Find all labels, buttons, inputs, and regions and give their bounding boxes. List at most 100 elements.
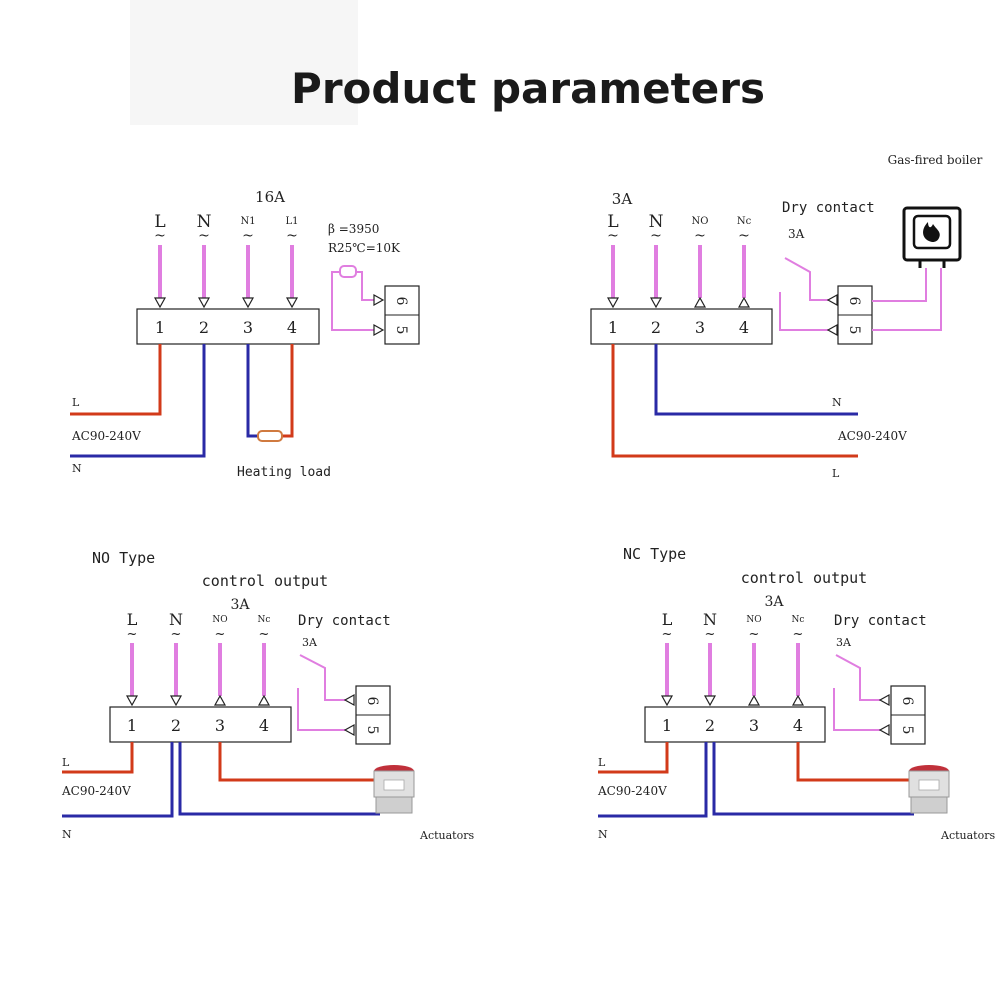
d3-tilde-4: ~ [259, 627, 270, 642]
d3-tilde-1: ~ [127, 627, 138, 642]
d3-dry-current: 3A [302, 636, 318, 649]
d3-terminal-2: 2 [171, 716, 181, 735]
d2-label-N: N [649, 212, 664, 232]
d1-r25-value: R25℃=10K [328, 241, 401, 255]
d3-terminal-6: 6 [364, 697, 380, 706]
d1-wire-L: L [72, 396, 80, 409]
d4-wire-N: N [598, 828, 608, 841]
d3-dry-contact: Dry contact [298, 613, 391, 629]
d3-power-wires [62, 742, 380, 818]
d4-power-wires [598, 742, 914, 818]
d1-label-L: L [154, 212, 165, 232]
d4-tilde-1: ~ [662, 627, 673, 642]
d4-type: NC Type [623, 545, 686, 563]
d4-actuators: Actuators [940, 829, 995, 842]
d3-tilde-2: ~ [171, 627, 182, 642]
d4-signal-lines [665, 643, 800, 696]
d3-terminal-5: 5 [364, 726, 380, 735]
d2-dry-contact-wires [779, 257, 828, 331]
d1-terminal-block [136, 308, 320, 345]
d2-dry-contact: Dry contact [782, 200, 875, 216]
d3-terminal-block [109, 706, 292, 743]
d4-label-NC: Nc [792, 615, 805, 625]
d2-boiler-wires [872, 268, 942, 331]
d3-wire-N: N [62, 828, 72, 841]
d2-label-NC: Nc [737, 216, 752, 227]
d3-signal-lines [130, 643, 266, 696]
d2-dry-current: 3A [788, 227, 805, 241]
d3-terminal-1: 1 [127, 716, 137, 735]
d2-wire-N: N [832, 396, 842, 409]
d1-wire-N: N [72, 462, 82, 475]
d1-power-wires [70, 344, 294, 458]
d2-arrows [606, 296, 751, 309]
d1-supply: AC90-240V [71, 429, 141, 443]
d1-terminal-1: 1 [155, 318, 165, 337]
d2-tilde-4: ~ [738, 228, 750, 244]
d2-boiler-label: Gas-fired boiler [888, 153, 983, 167]
d1-terminal-6: 6 [393, 297, 409, 306]
d1-sensor-wires [331, 265, 375, 331]
d3-label-NO: NO [212, 615, 227, 625]
d3-label-N: N [169, 610, 183, 629]
d2-supply: AC90-240V [837, 429, 907, 443]
d1-label-L1: L1 [285, 216, 298, 227]
d4-tilde-4: ~ [793, 627, 804, 642]
d3-current-rating: 3A [230, 597, 250, 613]
d2-terminal-3: 3 [695, 318, 705, 337]
d4-label-L: L [662, 610, 673, 629]
d2-terminal-2: 2 [651, 318, 661, 337]
d4-tilde-2: ~ [705, 627, 716, 642]
d1-heating-load: Heating load [237, 465, 331, 480]
d2-tilde-3: ~ [694, 228, 706, 244]
actuator-icon [908, 765, 950, 814]
d4-label-N: N [703, 610, 717, 629]
d3-actuators: Actuators [419, 829, 474, 842]
d4-dry-contact-wires [833, 654, 880, 731]
gas-boiler-icon [902, 206, 962, 268]
d3-dry-arrows [343, 693, 355, 737]
d3-wire-L: L [62, 756, 70, 769]
d1-terminal-4: 4 [287, 318, 297, 337]
page-title: Product parameters [291, 64, 765, 113]
d4-terminal-5: 5 [899, 726, 915, 735]
diagram-nc-type: NC Type control output 3A L N NO Nc ~ ~ … [597, 545, 995, 842]
d1-beta-value: β =3950 [328, 222, 379, 236]
actuator-icon [373, 765, 415, 814]
d3-label-L: L [127, 610, 138, 629]
d2-terminal-6: 6 [846, 297, 862, 306]
d4-current-rating: 3A [764, 594, 784, 610]
diagram-gas-boiler: Gas-fired boiler 3A L N NO Nc ~ ~ ~ ~ 1 … [590, 153, 983, 480]
d3-terminal-4: 4 [259, 716, 269, 735]
d1-arrows [153, 297, 299, 309]
d1-tilde-4: ~ [286, 228, 298, 244]
d1-tilde-2: ~ [198, 228, 210, 244]
d1-terminal-3: 3 [243, 318, 253, 337]
d4-arrows [660, 694, 805, 707]
diagram-heating-load: 16A L N N1 L1 ~ ~ ~ ~ 1 2 3 4 β =3950 R2… [70, 188, 420, 480]
d2-power-wires [611, 344, 858, 458]
d3-arrows [125, 694, 271, 707]
background-panel [130, 0, 358, 125]
d2-tilde-2: ~ [650, 228, 662, 244]
d2-current-rating: 3A [612, 190, 633, 208]
d1-terminal-5: 5 [393, 326, 409, 335]
d2-terminal-block [590, 308, 773, 345]
d1-label-N: N [197, 212, 212, 232]
d2-dry-arrows [826, 293, 838, 337]
diagram-no-type: NO Type control output 3A L N NO Nc ~ ~ … [61, 549, 474, 842]
d2-signal-lines [611, 245, 746, 298]
d4-terminal-2: 2 [705, 716, 715, 735]
d4-tilde-3: ~ [749, 627, 760, 642]
d1-signal-lines [158, 245, 294, 298]
d4-label-NO: NO [746, 615, 761, 625]
d3-tilde-3: ~ [215, 627, 226, 642]
d2-terminal-4: 4 [739, 318, 749, 337]
d1-current-rating: 16A [255, 188, 285, 206]
d1-sensor-arrows [373, 293, 385, 337]
d3-dry-contact-wires [297, 654, 345, 731]
d4-terminal-block [644, 706, 826, 743]
d4-terminal-1: 1 [662, 716, 672, 735]
d1-tilde-1: ~ [154, 228, 166, 244]
